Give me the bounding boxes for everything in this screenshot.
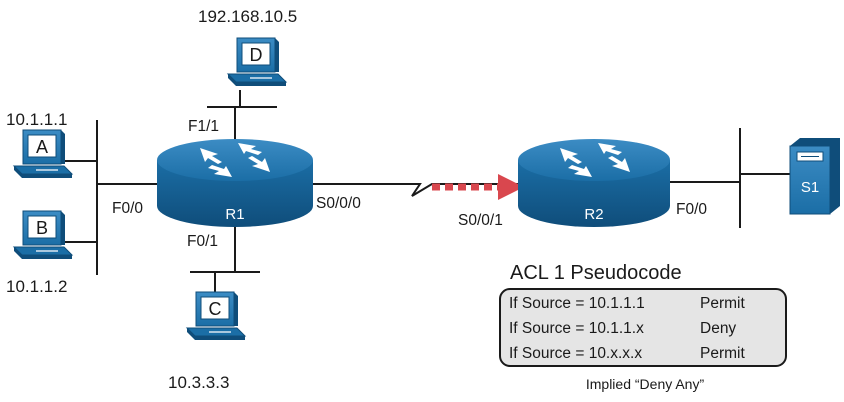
- host-b-letter: B: [36, 218, 48, 238]
- r1-interface-f1-1: F1/1: [188, 118, 219, 135]
- acl-panel: ACL 1 Pseudocode If Source = 10.1.1.1 Pe…: [499, 262, 787, 392]
- acl-box: [499, 288, 787, 367]
- r1-interface-f0-1: F0/1: [187, 233, 218, 250]
- router-r2: R2: [518, 139, 670, 227]
- host-b: B: [13, 210, 73, 260]
- acl-line-2-source: If Source = 10.1.1.x: [509, 320, 644, 337]
- host-c-letter: C: [209, 299, 222, 319]
- acl-line-1-action: Permit: [700, 295, 745, 312]
- r2-interface-f0-0: F0/0: [676, 201, 707, 218]
- acl-line-2-action: Deny: [700, 320, 736, 337]
- host-d-letter: D: [250, 45, 263, 65]
- r1-interface-f0-0: F0/0: [112, 200, 143, 217]
- host-a-address: 10.1.1.1: [6, 110, 67, 129]
- acl-title: ACL 1 Pseudocode: [510, 262, 682, 284]
- r2-interface-s0-0-1: S0/0/1: [458, 212, 503, 229]
- router-r2-label: R2: [584, 206, 603, 223]
- r1-interface-s0-0-0: S0/0/0: [316, 195, 361, 212]
- acl-line-3-action: Permit: [700, 345, 745, 362]
- server-s1: S1: [789, 138, 840, 215]
- router-arrows-icon: [200, 143, 270, 177]
- router-r1-label: R1: [225, 206, 244, 223]
- acl-implied-deny: Implied “Deny Any”: [586, 376, 705, 392]
- server-label: S1: [801, 179, 819, 196]
- traffic-arrow-head: [498, 174, 524, 200]
- host-a-letter: A: [36, 137, 48, 157]
- acl-line-3-source: If Source = 10.x.x.x: [509, 345, 642, 362]
- router-arrows-icon: [560, 143, 630, 177]
- links: [60, 90, 790, 292]
- host-d: D: [227, 37, 287, 87]
- host-a: A: [13, 129, 73, 179]
- traffic-arrow: [432, 174, 524, 200]
- host-c: C: [186, 291, 246, 341]
- host-b-address: 10.1.1.2: [6, 277, 67, 296]
- router-r1: R1: [157, 139, 313, 227]
- host-c-address: 10.3.3.3: [168, 373, 229, 392]
- acl-line-1-source: If Source = 10.1.1.1: [509, 295, 645, 312]
- host-d-address: 192.168.10.5: [198, 7, 297, 26]
